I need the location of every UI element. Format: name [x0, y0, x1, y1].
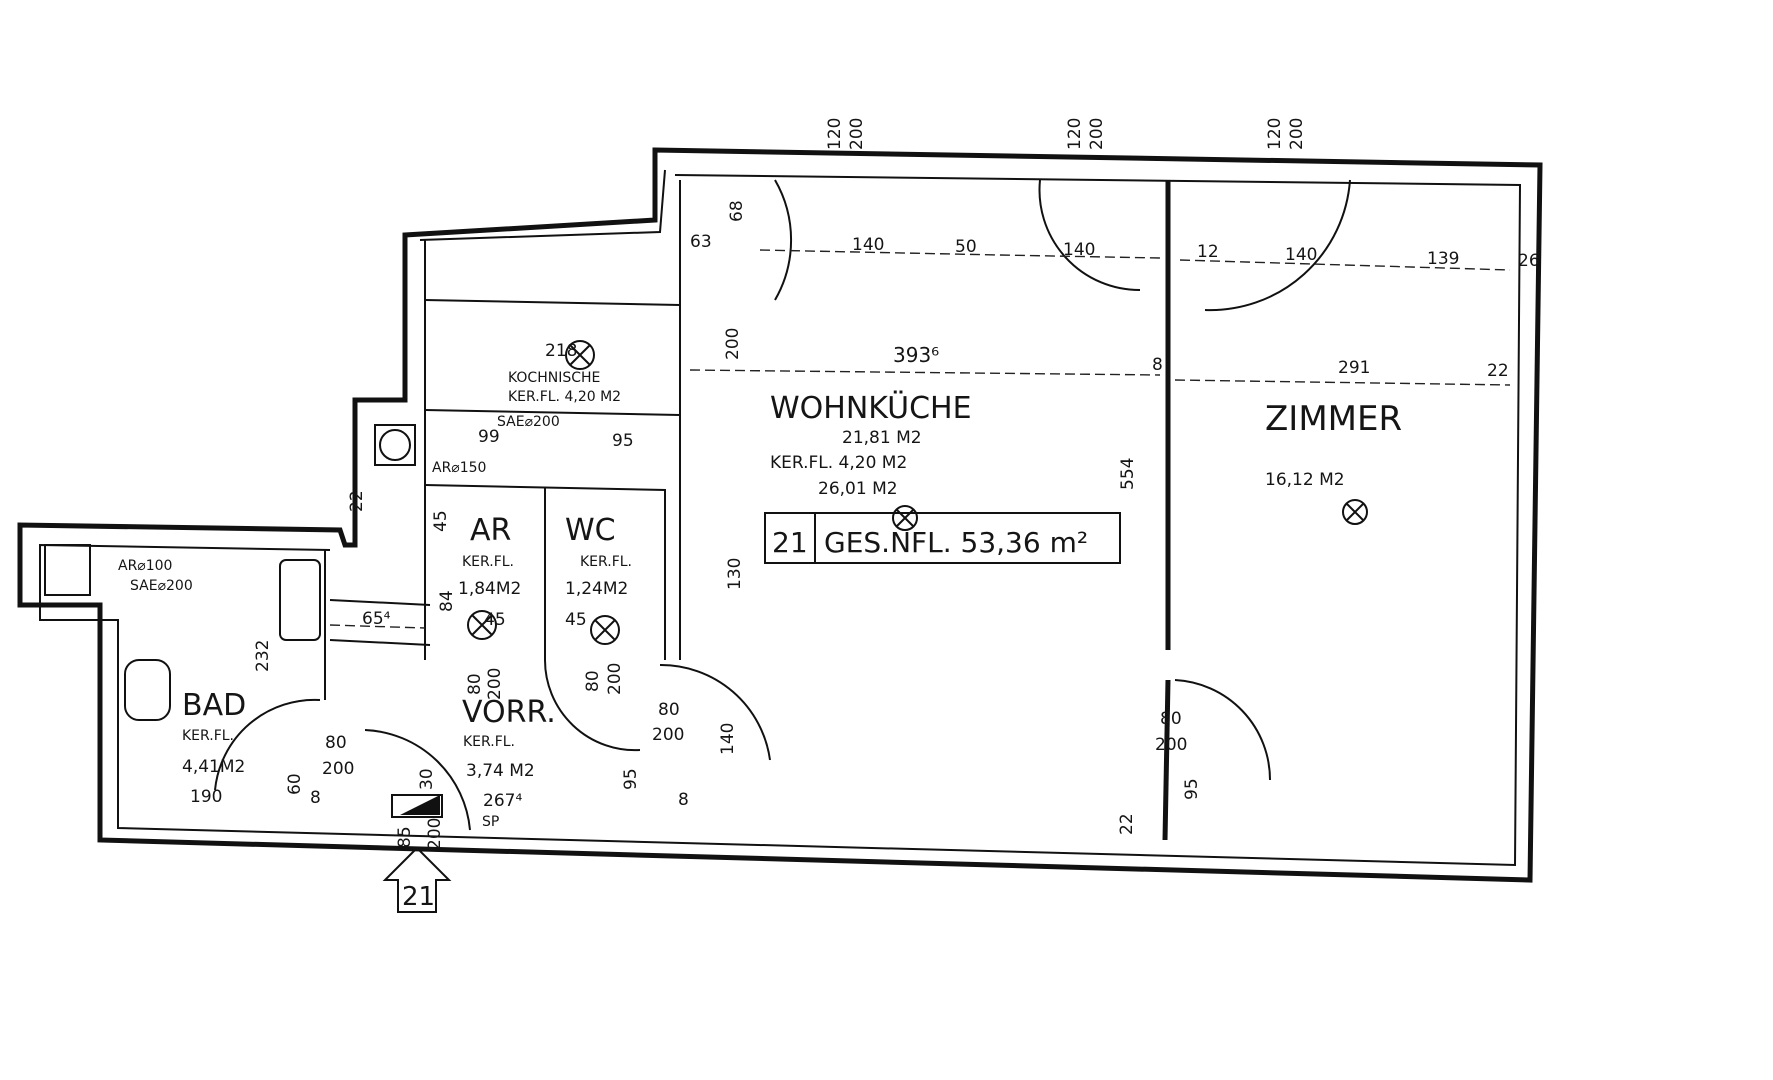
- room-name: WOHNKÜCHE: [770, 390, 972, 426]
- room-name: KOCHNISCHE: [508, 370, 600, 386]
- dim: 200: [1155, 735, 1187, 755]
- dim: SAE⌀200: [497, 414, 560, 430]
- dim: 84: [437, 590, 457, 612]
- dim: 120: [825, 118, 845, 150]
- door-swings: [214, 179, 1511, 831]
- dim: 60: [285, 773, 305, 795]
- room-dim: 267⁴: [483, 791, 522, 811]
- dim: 120: [1265, 118, 1285, 150]
- dim: 140: [1285, 245, 1317, 265]
- room-vorr: VORR. KER.FL. 3,74 M2 267⁴: [462, 695, 556, 811]
- dim: 140: [852, 235, 884, 255]
- dim: 99: [478, 427, 500, 447]
- dim: 12: [1197, 242, 1219, 262]
- dim: 200: [605, 663, 625, 695]
- room-area: 21,81 M2: [842, 428, 922, 448]
- interior-walls: [324, 180, 1171, 841]
- room-area: 1,84M2: [458, 579, 521, 599]
- room-name: AR: [470, 513, 511, 548]
- dim: 200: [485, 668, 505, 700]
- dim: 80: [325, 733, 347, 753]
- dim: 30: [417, 768, 437, 790]
- dim: 50: [955, 237, 977, 257]
- room-bad: BAD KER.FL. 4,41M2 190: [182, 688, 246, 807]
- dim: SP: [482, 814, 499, 830]
- dim: 291: [1338, 358, 1370, 378]
- dim: 554: [1118, 458, 1138, 490]
- room-area: 1,24M2: [565, 579, 628, 599]
- unit-number: 21: [772, 526, 808, 559]
- total-area-label: GES.NFL. 53,36 m²: [824, 526, 1088, 559]
- dim: 120: [1065, 118, 1085, 150]
- dim: 130: [725, 558, 745, 590]
- dim: 63: [690, 232, 712, 252]
- dim: 95: [621, 768, 641, 790]
- room-wohnkueche: WOHNKÜCHE 21,81 M2 KER.FL. 4,20 M2 26,01…: [770, 390, 972, 499]
- total-area-box: 21 GES.NFL. 53,36 m²: [764, 512, 1121, 564]
- floor-area: KER.FL.: [182, 728, 234, 744]
- dim: 80: [465, 673, 485, 695]
- dim: 139: [1427, 249, 1459, 269]
- dim: 8: [678, 790, 689, 810]
- floor-area: KER.FL.: [463, 734, 515, 750]
- dim: 218: [545, 341, 577, 361]
- dim: 80: [658, 700, 680, 720]
- dim: 85: [395, 826, 415, 848]
- room-zimmer: ZIMMER 16,12 M2: [1265, 399, 1402, 490]
- room-name: ZIMMER: [1265, 399, 1402, 439]
- outer-walls: [17, 147, 1543, 883]
- entrance-label: 21: [402, 882, 435, 912]
- dim: 200: [322, 759, 354, 779]
- dim: AR⌀100: [118, 558, 172, 574]
- dim: 95: [1182, 778, 1202, 800]
- dim: 200: [723, 328, 743, 360]
- dim: 45: [484, 610, 506, 630]
- dim: 200: [1087, 118, 1107, 150]
- dim: 393⁶: [893, 343, 939, 367]
- dim: 200: [847, 118, 867, 150]
- room-name: VORR.: [462, 695, 556, 730]
- dim: 8: [1152, 355, 1163, 375]
- entrance-marker: 21: [382, 846, 452, 913]
- dim: 95: [612, 431, 634, 451]
- room-ar: AR KER.FL. 1,84M2: [458, 513, 521, 599]
- room-kochnische: KOCHNISCHE KER.FL. 4,20 M2: [508, 370, 621, 405]
- dim: SAE⌀200: [130, 578, 193, 594]
- floor-area: KER.FL.: [580, 554, 632, 570]
- dim: 232: [253, 640, 273, 672]
- dim: 200: [425, 818, 445, 850]
- dim: 68: [727, 200, 747, 222]
- dim: 22: [347, 490, 367, 512]
- dim: AR⌀150: [432, 460, 486, 476]
- fixtures: [44, 340, 1368, 818]
- room-area: 3,74 M2: [466, 761, 535, 781]
- floor-area: KER.FL. 4,20 M2: [770, 453, 907, 473]
- dim: 45: [565, 610, 587, 630]
- dim: 22: [1487, 361, 1509, 381]
- dim: 45: [431, 510, 451, 532]
- room-name: BAD: [182, 688, 246, 723]
- room-name: WC: [565, 513, 616, 548]
- dim: 200: [652, 725, 684, 745]
- dim: 140: [1063, 240, 1095, 260]
- dim: 200: [1287, 118, 1307, 150]
- room-dim: 190: [190, 787, 222, 807]
- floor-area: KER.FL.: [462, 554, 514, 570]
- room-wc: WC KER.FL. 1,24M2: [565, 513, 632, 599]
- room-area: 16,12 M2: [1265, 470, 1345, 490]
- dim: 140: [718, 723, 738, 755]
- dim: 8: [310, 788, 321, 808]
- dimension-labels: 140 50 140 12 140 139 26 393⁶ 291 22 8 5…: [118, 118, 1540, 850]
- total-area: 26,01 M2: [818, 479, 898, 499]
- dim: 22: [1117, 813, 1137, 835]
- room-area: 4,41M2: [182, 757, 245, 777]
- floor-area: KER.FL. 4,20 M2: [508, 389, 621, 405]
- dim: 65⁴: [362, 609, 391, 629]
- dim: 26: [1518, 251, 1540, 271]
- dim: 80: [583, 670, 603, 692]
- dim: 80: [1160, 709, 1182, 729]
